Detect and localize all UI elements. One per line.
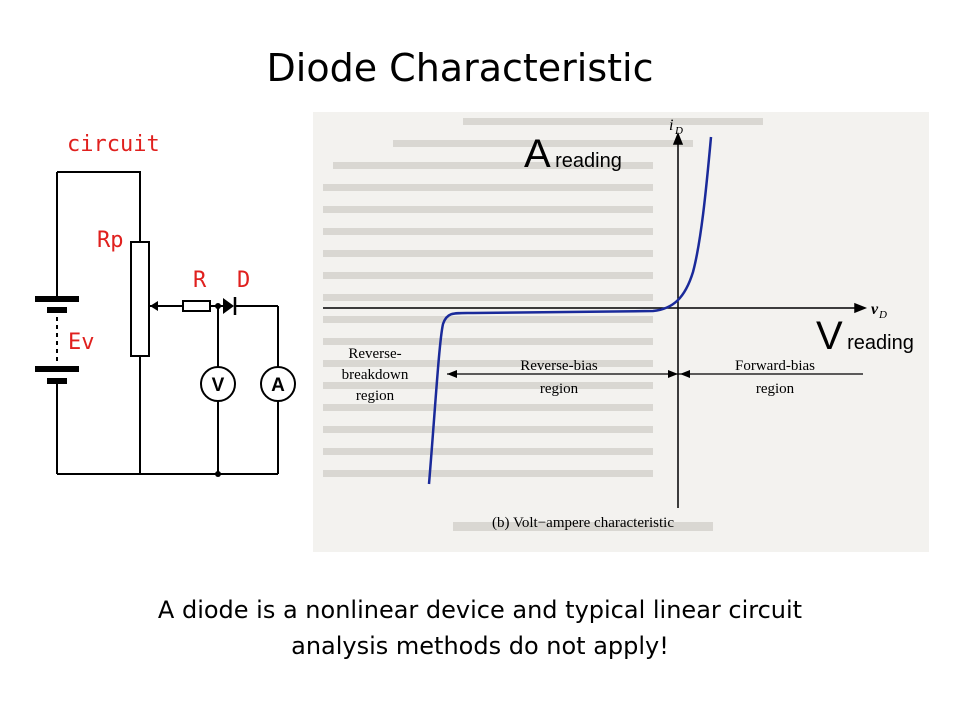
r-label: R <box>193 268 207 293</box>
photo-caption: (b) Volt−ampere characteristic <box>492 515 674 531</box>
bottom-caption: A diode is a nonlinear device and typica… <box>40 592 920 664</box>
ammeter-circle <box>260 366 296 402</box>
voltage-reading-annotation: V reading <box>816 314 914 359</box>
characteristic-photo: i D v D Reverse- breakdown region Revers… <box>313 112 929 552</box>
breakdown-region-label-1: Reverse- <box>348 346 401 362</box>
caption-line-1: A diode is a nonlinear device and typica… <box>157 596 803 624</box>
breakdown-region-label-2: breakdown <box>342 367 409 383</box>
voltage-axis-label: v <box>871 301 879 318</box>
circuit-schematic: V A <box>35 171 296 477</box>
voltage-axis-subscript: D <box>878 309 887 321</box>
voltmeter-label: V <box>212 375 225 396</box>
potentiometer <box>130 241 150 357</box>
voltage-reading-word: reading <box>847 332 914 354</box>
current-reading-word: reading <box>555 150 622 172</box>
forward-region-label-2: region <box>756 381 795 397</box>
page-title: Diode Characteristic <box>266 46 654 90</box>
d-label: D <box>237 268 251 293</box>
diode-symbol <box>223 297 237 315</box>
voltage-reading-letter: V <box>816 314 843 358</box>
forward-region-label-1: Forward-bias <box>735 358 815 374</box>
current-reading-annotation: A reading <box>524 132 622 177</box>
characteristic-graph: i D v D Reverse- breakdown region Revers… <box>323 117 887 531</box>
current-reading-letter: A <box>524 132 551 176</box>
current-axis-subscript: D <box>674 125 683 137</box>
breakdown-region-label-3: region <box>356 388 395 404</box>
circuit-heading: circuit <box>67 132 160 157</box>
voltmeter-circle <box>200 366 236 402</box>
reverse-region-label-1: Reverse-bias <box>520 358 598 374</box>
reverse-region-label-2: region <box>540 381 579 397</box>
rp-label: Rp <box>97 228 124 253</box>
ammeter-label: A <box>271 375 285 396</box>
current-axis-label: i <box>669 117 673 134</box>
caption-line-2: analysis methods do not apply! <box>291 632 669 660</box>
resistor <box>182 300 211 312</box>
iv-curve <box>427 136 713 485</box>
ev-label: Ev <box>68 330 95 355</box>
battery-symbol <box>35 296 79 384</box>
